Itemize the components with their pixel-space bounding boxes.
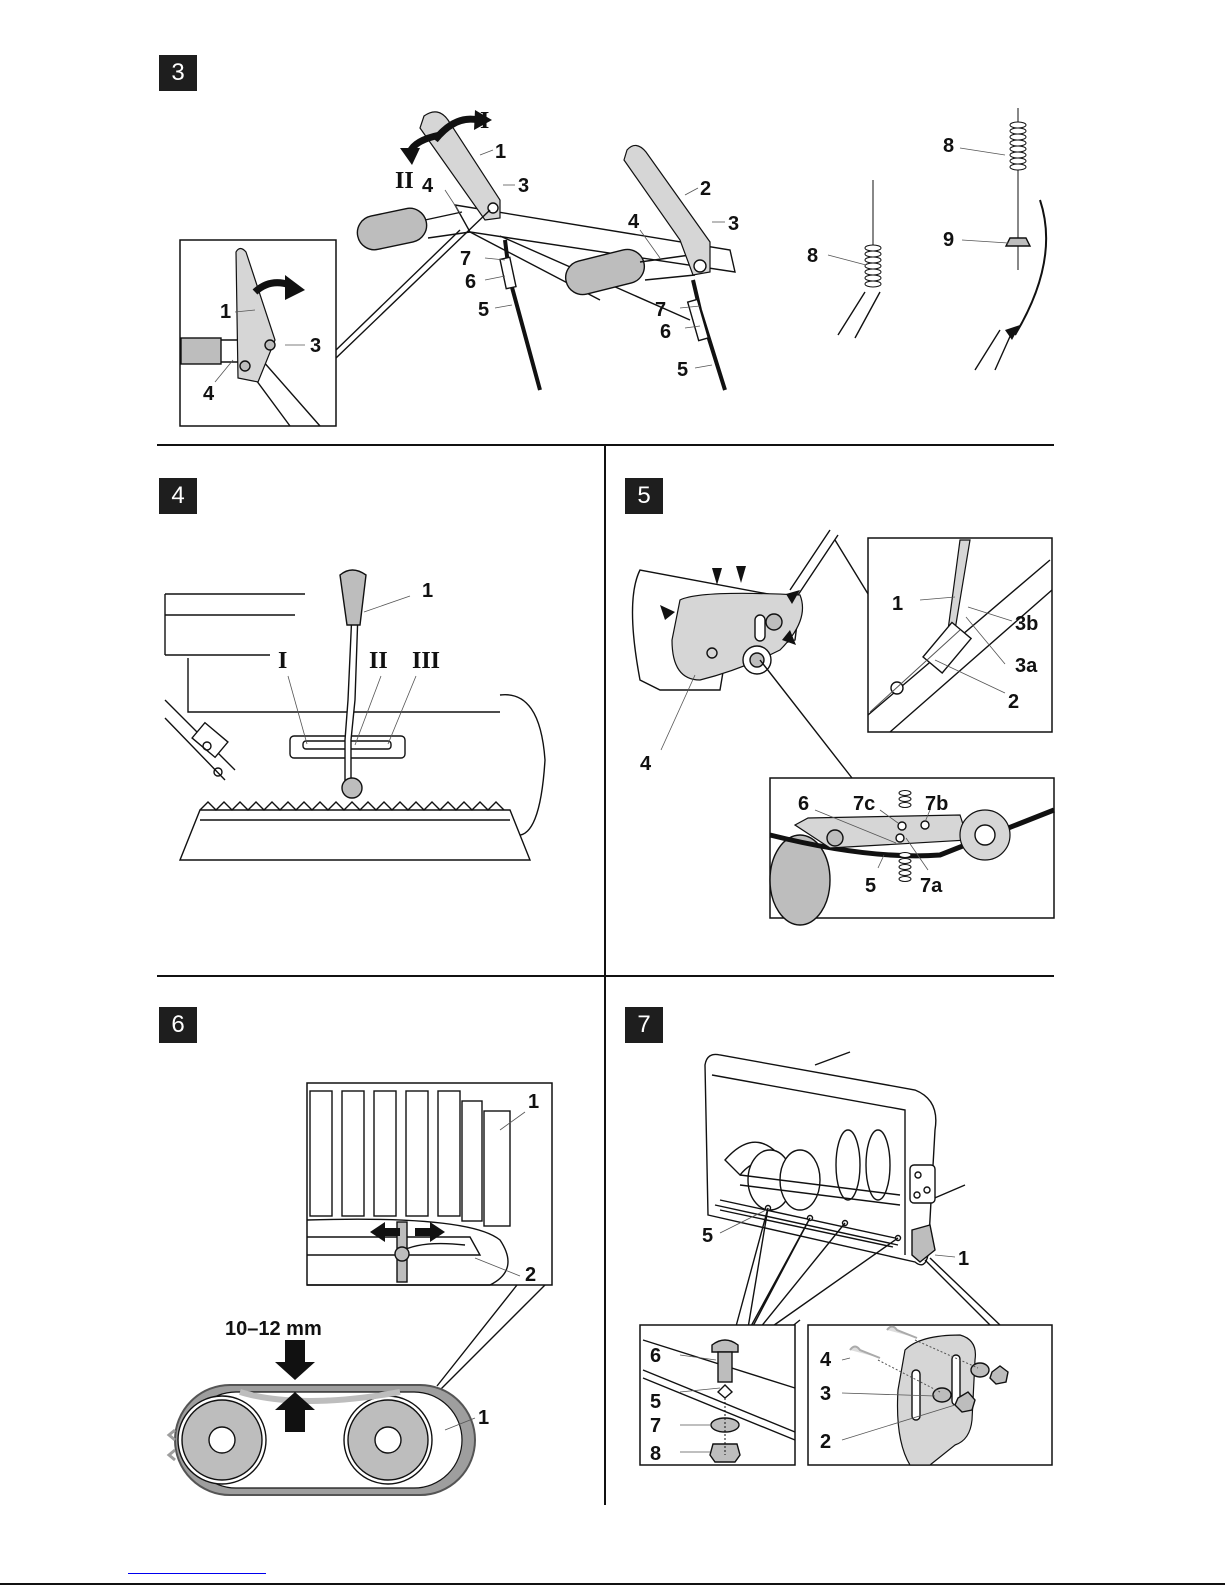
callout-6: 6 [650,1345,661,1367]
footer-link-underline[interactable] [128,1573,266,1574]
callout-1: 1 [958,1248,969,1270]
callout-5: 5 [702,1225,713,1247]
callout-7: 7 [650,1415,661,1437]
skid-shoe-1 [912,1225,935,1262]
figure-7-inset-right [808,1325,1052,1465]
callout-8: 8 [650,1443,661,1465]
callout-5: 5 [650,1391,661,1413]
callout-2: 2 [820,1431,831,1453]
auger-housing [705,1052,1000,1330]
carriage-bolt-6 [718,1352,732,1382]
figure-7-inset-left [640,1325,795,1465]
callout-4: 4 [820,1349,832,1371]
callout-3: 3 [820,1383,831,1405]
